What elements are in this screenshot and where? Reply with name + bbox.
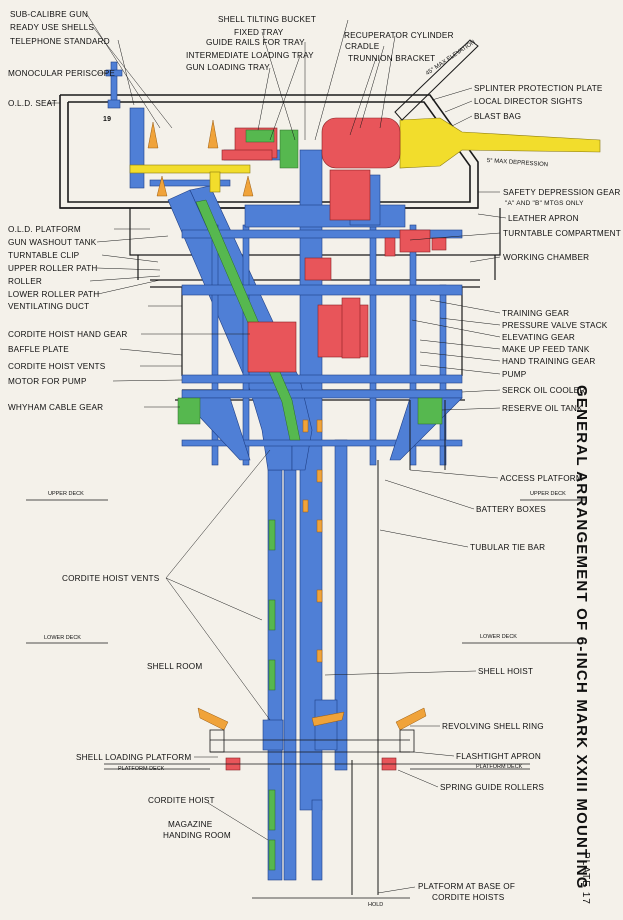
label-whyham-cable-gear: WHYHAM CABLE GEAR — [8, 403, 104, 412]
deck-lower-right: LOWER DECK — [480, 634, 517, 640]
label-intermediate-loading-tray: INTERMEDIATE LOADING TRAY — [186, 51, 314, 60]
label-roller: ROLLER — [8, 277, 42, 286]
drawing-title: GENERAL ARRANGEMENT OF 6-INCH MARK XXIII… — [573, 385, 590, 890]
label-pump: PUMP — [502, 370, 527, 379]
label-elevating-gear: ELEVATING GEAR — [502, 333, 576, 342]
label-hand-training-gear: HAND TRAINING GEAR — [502, 357, 596, 366]
label-old-seat: O.L.D. SEAT — [8, 99, 57, 108]
periscope — [105, 61, 123, 109]
deck-lines — [26, 499, 586, 899]
label-gun-loading-tray: GUN LOADING TRAY — [186, 63, 270, 72]
label-magazine: MAGAZINE — [168, 820, 213, 829]
label-shell-loading-platform: SHELL LOADING PLATFORM — [76, 753, 192, 762]
label-baffle-plate: BAFFLE PLATE — [8, 345, 69, 354]
label-sub-calibre-gun: SUB-CALIBRE GUN — [10, 10, 89, 19]
label-splinter-protection-plate: SPLINTER PROTECTION PLATE — [474, 84, 603, 93]
deck-lower-left: LOWER DECK — [44, 635, 81, 641]
label-training-gear: TRAINING GEAR — [502, 309, 570, 318]
red-machinery — [221, 117, 447, 771]
shells — [147, 119, 427, 731]
plate-number: PLATE 17 — [580, 852, 591, 905]
tie-bars — [351, 400, 446, 895]
label-shell-tilting-bucket: SHELL TILTING BUCKET — [218, 15, 317, 24]
deck-platform-right: PLATFORM DECK — [476, 764, 523, 770]
label-cordite-hoist: CORDITE HOIST — [148, 796, 215, 805]
label-leather-apron: LEATHER APRON — [508, 214, 579, 223]
label-blast-bag: BLAST BAG — [474, 112, 522, 121]
label-shell-room: SHELL ROOM — [147, 662, 203, 671]
label-old-platform: O.L.D. PLATFORM — [8, 225, 81, 234]
label-reserve-oil-tank: RESERVE OIL TANK — [502, 404, 583, 413]
label-gun-washout-tank: GUN WASHOUT TANK — [8, 238, 97, 247]
label-turntable-compartment: TURNTABLE COMPARTMENT — [503, 229, 621, 238]
label-serck-oil-cooler: SERCK OIL COOLER — [502, 386, 586, 395]
label-safety-depression-gear: SAFETY DEPRESSION GEAR — [503, 188, 621, 197]
label-tubular-tie-bar: TUBULAR TIE BAR — [470, 543, 546, 552]
label-ventilating-duct: VENTILATING DUCT — [8, 302, 90, 311]
label-battery-boxes: BATTERY BOXES — [476, 505, 546, 514]
label-telephone-standard: TELEPHONE STANDARD — [10, 37, 110, 46]
deck-hold: HOLD — [368, 902, 384, 908]
label-trunnion-bracket: TRUNNION BRACKET — [348, 54, 436, 63]
label-working-chamber: WORKING CHAMBER — [503, 253, 590, 262]
gun-number: 19 — [103, 116, 112, 123]
label-upper-roller-path: UPPER ROLLER PATH — [8, 264, 98, 273]
deck-upper-left: UPPER DECK — [48, 491, 84, 497]
elevation-gun — [394, 39, 479, 121]
label-fixed-tray: FIXED TRAY — [234, 28, 284, 37]
label-spring-guide-rollers: SPRING GUIDE ROLLERS — [440, 783, 545, 792]
deck-platform-left: PLATFORM DECK — [118, 766, 165, 772]
label-recuperator-cylinder: RECUPERATOR CYLINDER — [344, 31, 454, 40]
label-flashtight-apron: FLASHTIGHT APRON — [456, 752, 541, 761]
label-motor-for-pump: MOTOR FOR PUMP — [8, 377, 87, 386]
label-pressure-valve-stack: PRESSURE VALVE STACK — [502, 321, 608, 330]
label-cordite-hoist-vents: CORDITE HOIST VENTS — [8, 362, 106, 371]
gun-barrel — [129, 117, 601, 193]
deck-upper-right: UPPER DECK — [530, 491, 566, 497]
label-local-director-sights: LOCAL DIRECTOR SIGHTS — [474, 97, 583, 106]
label-ready-use-shells: READY USE SHELLS — [10, 23, 95, 32]
cordite-hoist-green — [177, 199, 443, 871]
label-handing-room: HANDING ROOM — [163, 831, 231, 840]
label-cradle: CRADLE — [345, 42, 380, 51]
label-platform-at-base-1: PLATFORM AT BASE OF — [418, 882, 516, 891]
label-guide-rails-for-tray: GUIDE RAILS FOR TRAY — [206, 38, 305, 47]
label-monocular-periscope: MONOCULAR PERISCOPE — [8, 69, 116, 78]
shell-ring — [209, 729, 415, 753]
label-access-platform: ACCESS PLATFORM — [500, 474, 583, 483]
label-turntable-clip: TURNTABLE CLIP — [8, 251, 80, 260]
label-cordite-hoist-hand-gear: CORDITE HOIST HAND GEAR — [8, 330, 128, 339]
label-cordite-hoist-vents-lower: CORDITE HOIST VENTS — [62, 574, 160, 583]
label-shell-hoist: SHELL HOIST — [478, 667, 534, 676]
label-make-up-feed-tank: MAKE UP FEED TANK — [502, 345, 590, 354]
label-platform-at-base-2: CORDITE HOISTS — [432, 893, 505, 902]
label-lower-roller-path: LOWER ROLLER PATH — [8, 290, 100, 299]
leader-lines — [47, 12, 507, 894]
label-revolving-shell-ring: REVOLVING SHELL RING — [442, 722, 544, 731]
loading-tray — [245, 129, 299, 169]
label-a-and-b-mtgs-only: "A" AND "B" MTGS ONLY — [505, 200, 584, 207]
